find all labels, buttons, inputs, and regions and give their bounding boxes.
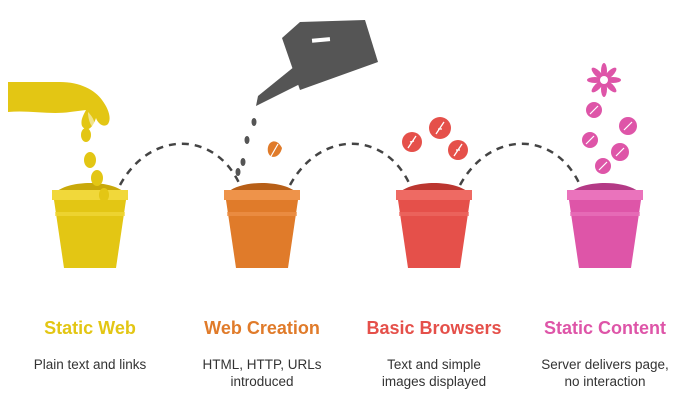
stage-description: Plain text and links [5, 356, 175, 373]
stage-description-line: images displayed [381, 374, 487, 389]
stage-title: Web Creation [204, 318, 320, 338]
stage-description-line: Text and simple [387, 357, 481, 372]
sprout-icon [267, 141, 282, 159]
leaves-icon [402, 117, 468, 160]
flower-icon [582, 63, 637, 174]
connector-arc-3 [458, 142, 582, 186]
pot-icon [224, 183, 300, 268]
pot-icon [567, 183, 643, 268]
hand-sowing-seeds-icon [8, 82, 110, 202]
stage-description-line: HTML, HTTP, URLs [202, 357, 322, 372]
stage-description: Server delivers page, no interaction [520, 356, 683, 390]
pot-icon [396, 183, 472, 268]
stage-description: Text and simple images displayed [349, 356, 519, 390]
stage-title: Basic Browsers [366, 318, 502, 338]
pot-icon [52, 183, 128, 268]
stage-title: Static Web [44, 318, 136, 338]
stage-title: Static Content [543, 318, 666, 338]
connector-arcs [118, 142, 582, 186]
stage-description-line: introduced [230, 374, 294, 389]
connector-arc-1 [118, 142, 242, 186]
stage-description-line: Server delivers page, [541, 357, 669, 372]
stage-description-line: no interaction [564, 374, 646, 389]
connector-arc-2 [288, 142, 412, 186]
stage-description: HTML, HTTP, URLs introduced [177, 356, 347, 390]
watering-can-icon [235, 20, 378, 176]
stage-description-line: Plain text and links [33, 357, 147, 372]
